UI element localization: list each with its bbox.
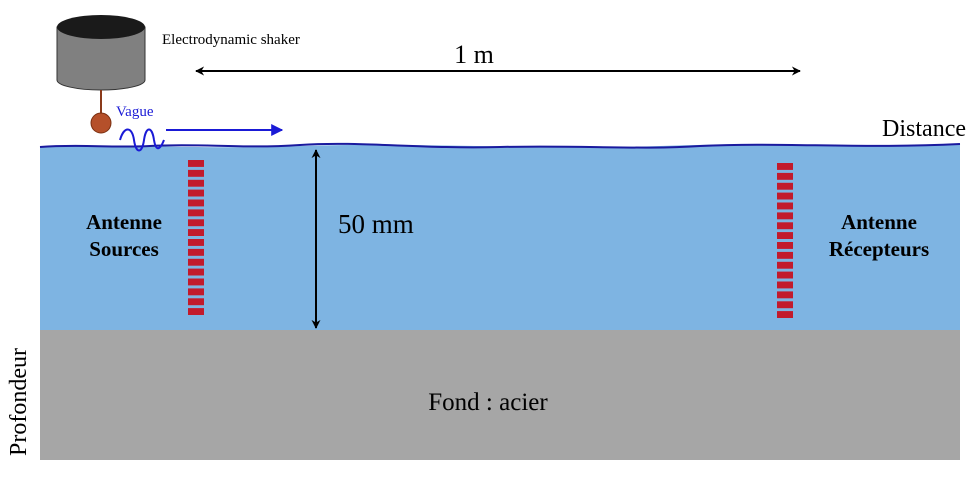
receiver-antenna-element <box>777 291 793 299</box>
receiver-antenna-element <box>777 192 793 200</box>
receiver-antenna-element <box>777 212 793 220</box>
receiver-antenna-element <box>777 281 793 289</box>
receiver-antenna-element <box>777 232 793 239</box>
receiver-antenna-element <box>777 311 793 318</box>
distance-axis-label: Distance <box>882 116 966 142</box>
receiver-antenna-element <box>777 202 793 210</box>
wave-label: Vague <box>116 104 154 120</box>
depth-axis-label: Profondeur <box>6 348 32 456</box>
receiver-antenna-element <box>777 172 793 180</box>
receiver-antenna-element <box>777 182 793 190</box>
source-antenna-element <box>188 288 204 296</box>
receiver-antenna-element <box>777 251 793 259</box>
water-surface-line <box>39 142 961 149</box>
receivers-label-line2: Récepteurs <box>829 237 929 261</box>
sources-label-line2: Sources <box>89 237 159 261</box>
shaker-body <box>56 26 146 91</box>
source-antenna-element <box>188 219 204 227</box>
depth-scale-label: 50 mm <box>338 209 414 239</box>
source-antenna-element <box>188 278 204 286</box>
receiver-antenna-element <box>777 242 793 249</box>
seabed <box>40 330 960 460</box>
receiver-antenna-element <box>777 163 793 170</box>
receiver-antenna <box>777 163 793 318</box>
source-antenna-element <box>188 169 204 177</box>
source-antenna <box>188 160 204 315</box>
receivers-label-line1: Antenne <box>841 210 917 234</box>
source-antenna-element <box>188 268 204 276</box>
shaker-icon <box>56 15 146 134</box>
probe-ball <box>90 112 112 134</box>
wave-squiggle <box>119 128 165 152</box>
source-antenna-element <box>188 308 204 315</box>
source-antenna-element <box>188 229 204 236</box>
receiver-antenna-element <box>777 222 793 230</box>
source-antenna-element <box>188 258 204 266</box>
source-antenna-element <box>188 298 204 306</box>
source-antenna-element <box>188 199 204 207</box>
shaker-top <box>57 15 145 39</box>
source-antenna-element <box>188 160 204 167</box>
source-antenna-element <box>188 209 204 217</box>
seabed-label: Fond : acier <box>428 389 548 416</box>
source-antenna-element <box>188 179 204 187</box>
source-antenna-element <box>188 239 204 246</box>
water-layer <box>40 144 960 330</box>
source-antenna-element <box>188 248 204 256</box>
sources-label-line1: Antenne <box>86 210 162 234</box>
distance-scale-label: 1 m <box>454 40 494 69</box>
receiver-antenna-element <box>777 261 793 269</box>
receiver-antenna-element <box>777 271 793 279</box>
source-antenna-element <box>188 189 204 197</box>
receiver-antenna-element <box>777 301 793 309</box>
shaker-label: Electrodynamic shaker <box>162 32 300 48</box>
